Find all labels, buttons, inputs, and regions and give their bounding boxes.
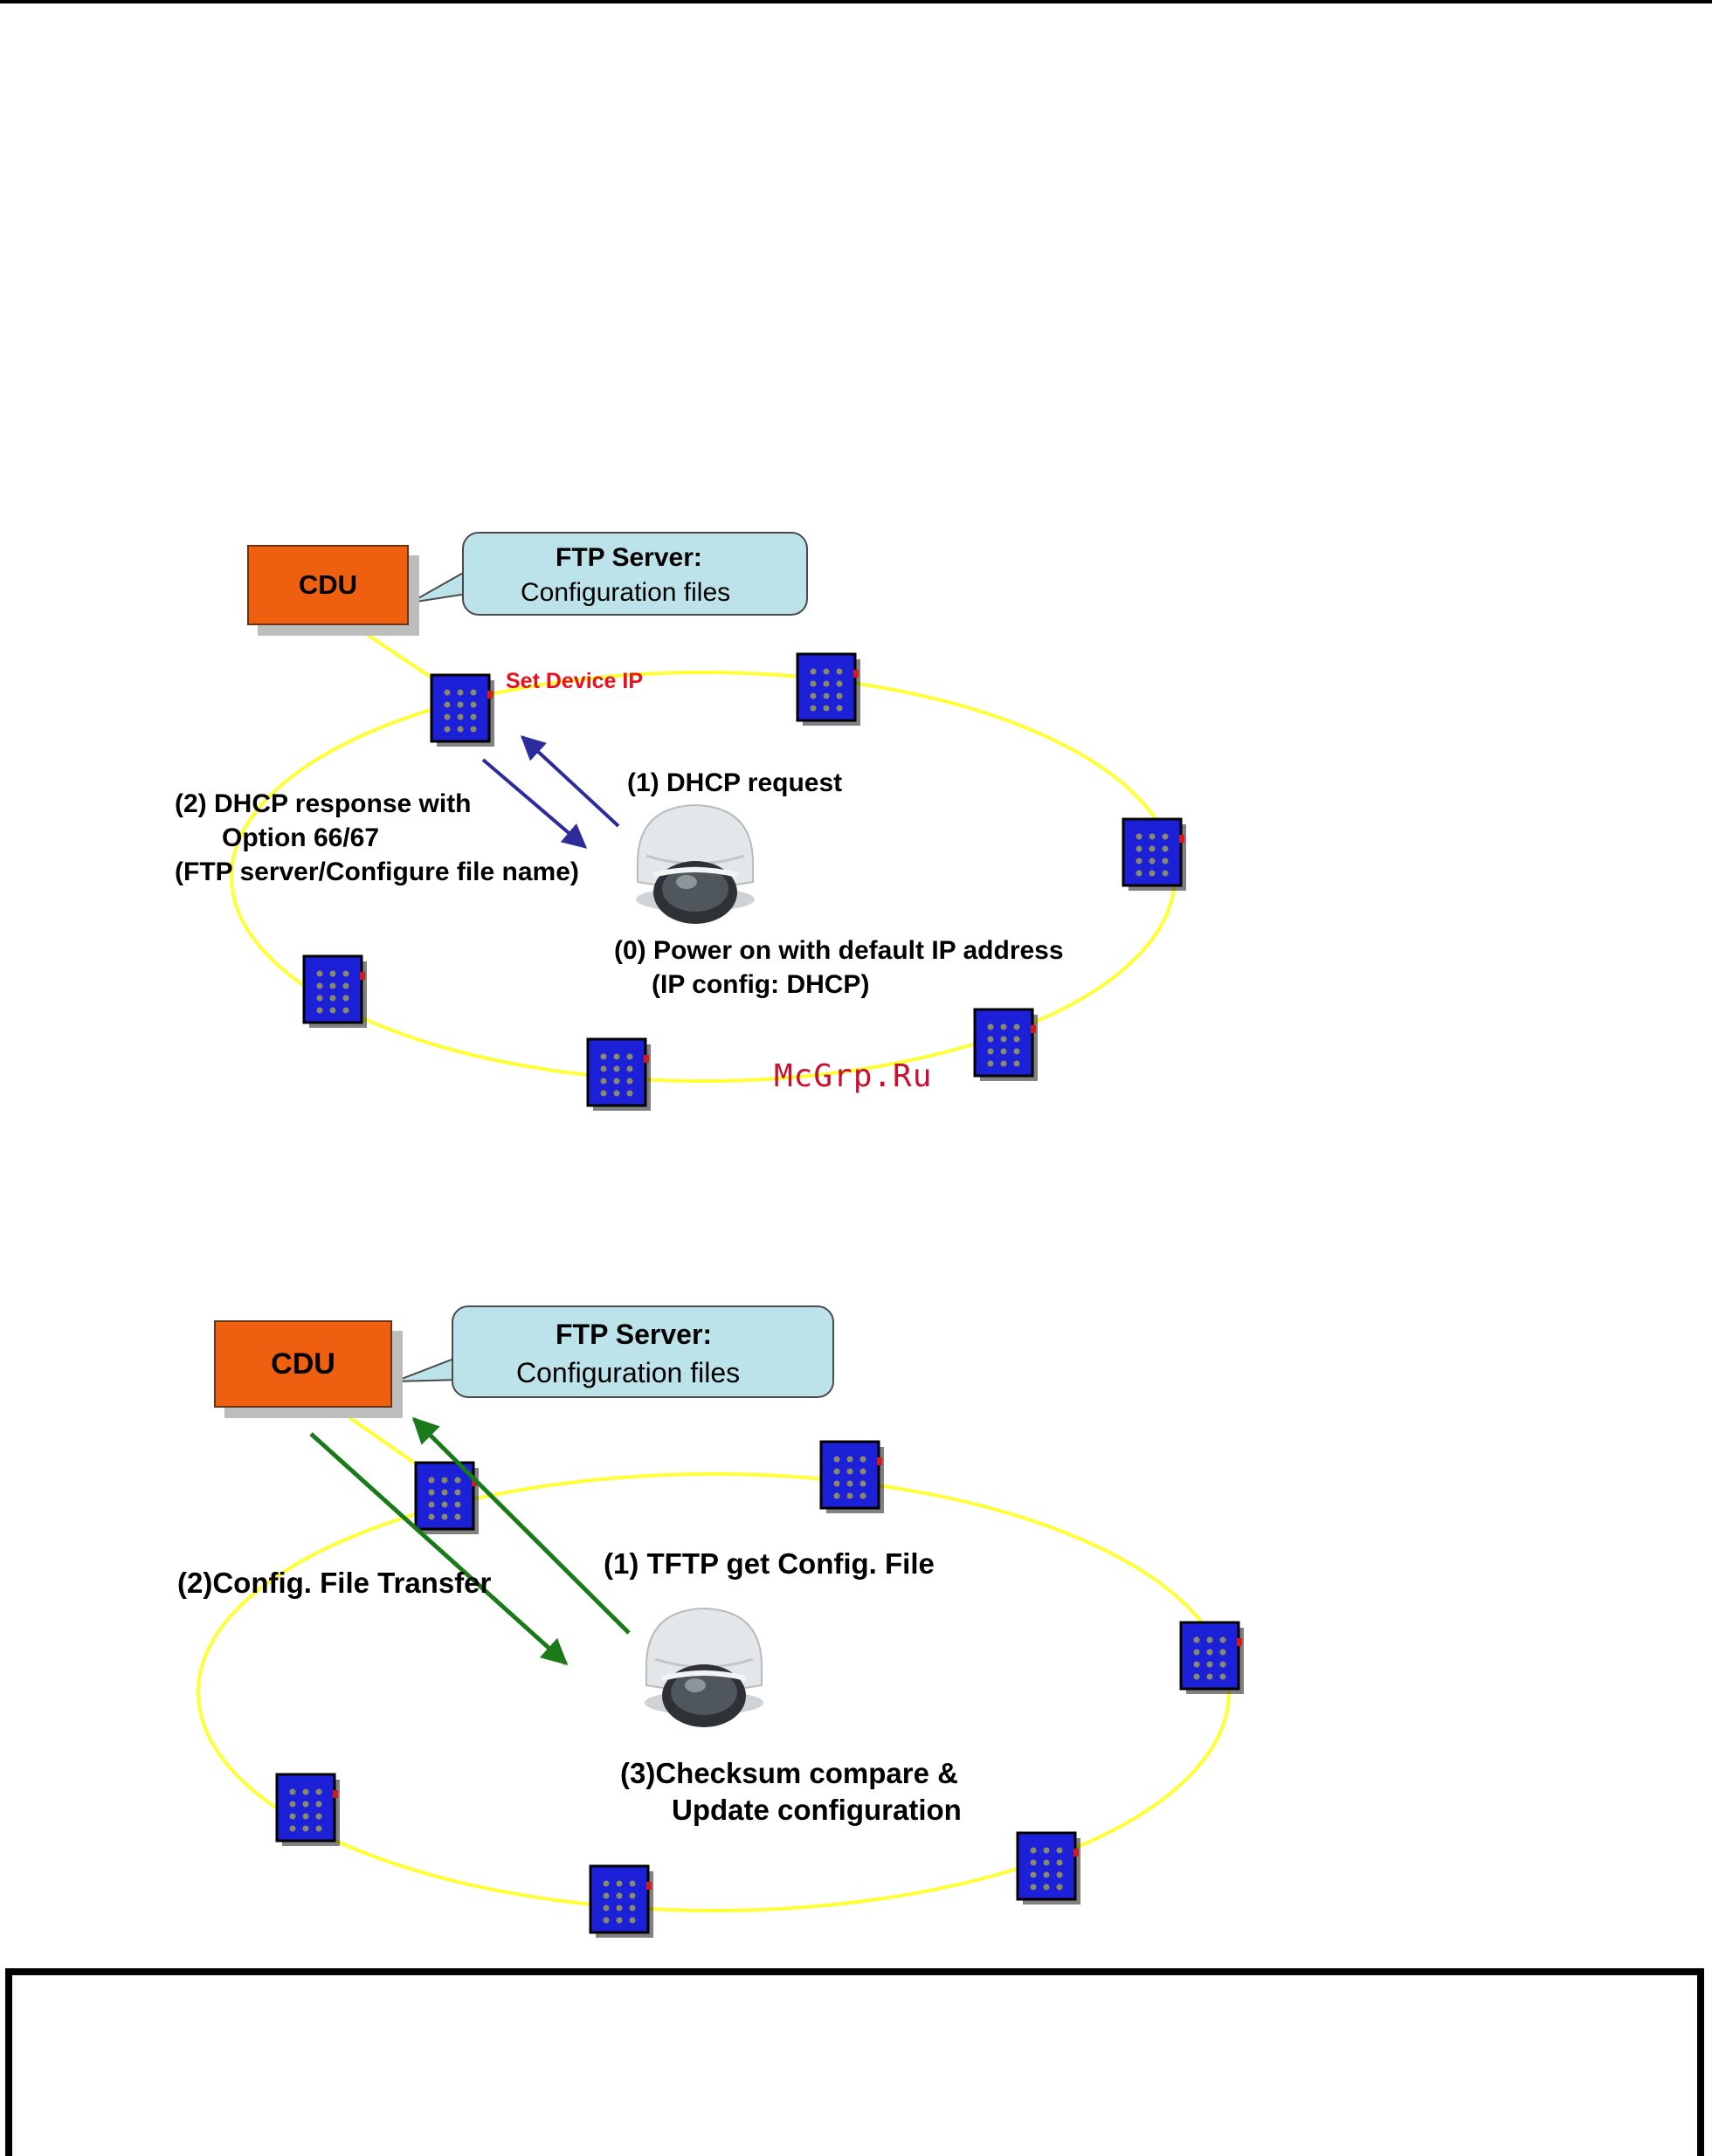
step2-line3: (FTP server/Configure file name) [175,858,579,886]
arrow-dhcp-response [481,758,588,849]
step3-line2: Update configuration [672,1794,962,1826]
dome-camera-icon-2 [645,1608,763,1727]
arrow-tftp-get [411,1416,631,1635]
step2-file-transfer: (2)Config. File Transfer [177,1567,492,1599]
switch-icon-2f [275,1773,342,1848]
top-rule [0,0,1712,3]
cdu-box-2: CDU [214,1320,392,1408]
step2-line1: (2) DHCP response with [175,789,472,818]
dome-camera-icon-1 [636,805,755,924]
step0-line2: (IP config: DHCP) [652,970,870,999]
switch-icon-1f [302,954,369,1030]
step3-line1: (3)Checksum compare & [620,1757,958,1789]
watermark: McGrp.Ru [774,1058,933,1094]
switch-icon-1a [430,673,496,748]
step2-line2: Option 66/67 [222,823,380,852]
callout-pointer-1 [410,571,468,603]
cdu-label-2: CDU [271,1347,335,1381]
step0-line1: (0) Power on with default IP address [614,936,1064,965]
step1-dhcp-request: (1) DHCP request [627,768,843,797]
switch-icon-1d [973,1008,1039,1083]
switch-icon-2d [1016,1831,1082,1906]
callout-subtitle-2: Configuration files [516,1357,741,1388]
arrow-file-transfer [309,1432,569,1666]
switch-icon-2b [819,1440,886,1515]
callout-subtitle-1: Configuration files [521,578,731,607]
switch-icon-1b [796,652,862,727]
switch-icon-2c [1179,1621,1246,1696]
switch-icon-2e [589,1864,655,1939]
callout-title-1: FTP Server: [556,543,702,572]
set-device-ip-label: Set Device IP [506,669,644,693]
switch-icon-1c [1122,817,1188,892]
arrow-dhcp-request [520,735,620,828]
step1-tftp-get: (1) TFTP get Config. File [604,1547,935,1580]
callout-title-2: FTP Server: [556,1319,713,1350]
cdu-box-1: CDU [247,545,409,625]
callout-pointer-2 [394,1357,460,1382]
bottom-frame [5,1968,1704,2156]
callout-box-2 [452,1305,834,1398]
cdu-label-1: CDU [298,569,358,600]
switch-icon-1e [586,1037,652,1112]
callout-box-1 [462,532,808,616]
